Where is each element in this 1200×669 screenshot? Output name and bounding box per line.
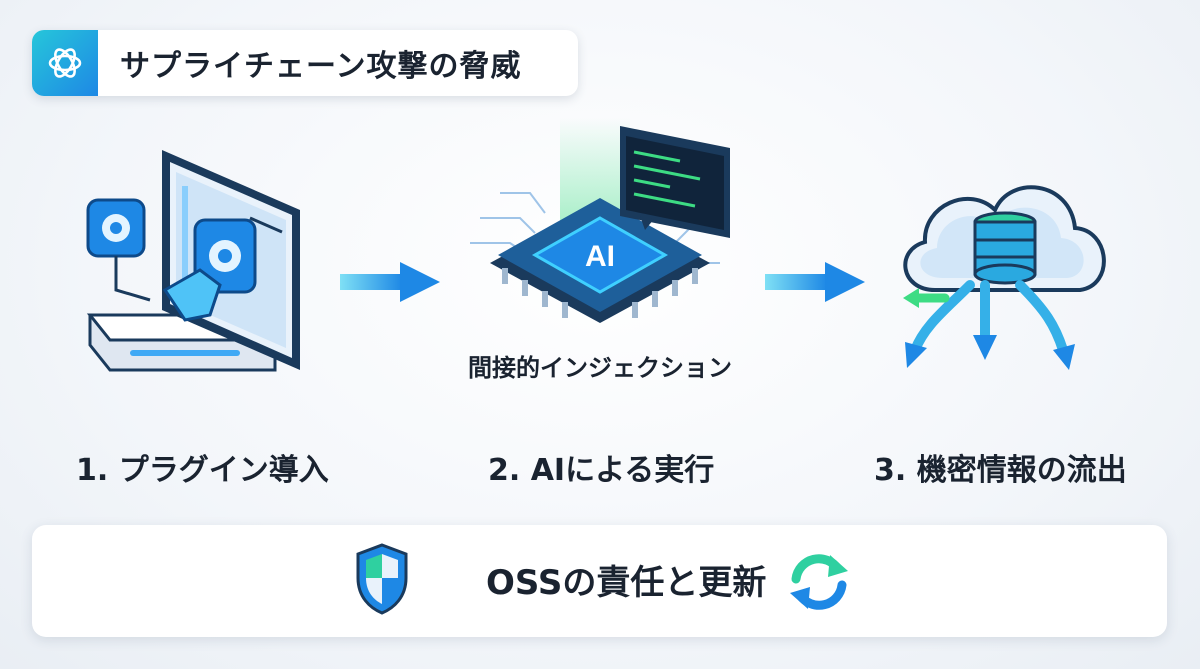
flow-arrow-2	[765, 262, 865, 302]
title-banner: サプライチェーン攻撃の脅威	[32, 30, 578, 96]
gear-icon	[209, 240, 241, 272]
step-3-label: 3. 機密情報の流出	[874, 453, 1127, 488]
flow-arrow-1	[340, 262, 440, 302]
data-leak-illustration	[903, 185, 1106, 370]
step-1-label: 1. プラグイン導入	[76, 453, 329, 488]
refresh-icon	[790, 554, 848, 610]
cloud-database-icon	[903, 185, 1106, 292]
code-window-icon	[620, 126, 730, 238]
ai-chip-illustration: AI	[470, 118, 730, 323]
plugin-install-illustration	[86, 150, 300, 372]
page-title: サプライチェーン攻撃の脅威	[120, 49, 522, 84]
ai-chip-icon: AI	[490, 198, 710, 323]
step-2-label: 2. AIによる実行	[488, 453, 715, 488]
footer-text: OSSの責任と更新	[486, 563, 767, 603]
logo-icon	[32, 30, 98, 96]
ai-chip-label: AI	[585, 240, 615, 273]
indirect-injection-label: 間接的インジェクション	[468, 354, 732, 382]
footer-banner: OSSの責任と更新	[32, 525, 1167, 637]
shield-icon	[356, 543, 408, 615]
